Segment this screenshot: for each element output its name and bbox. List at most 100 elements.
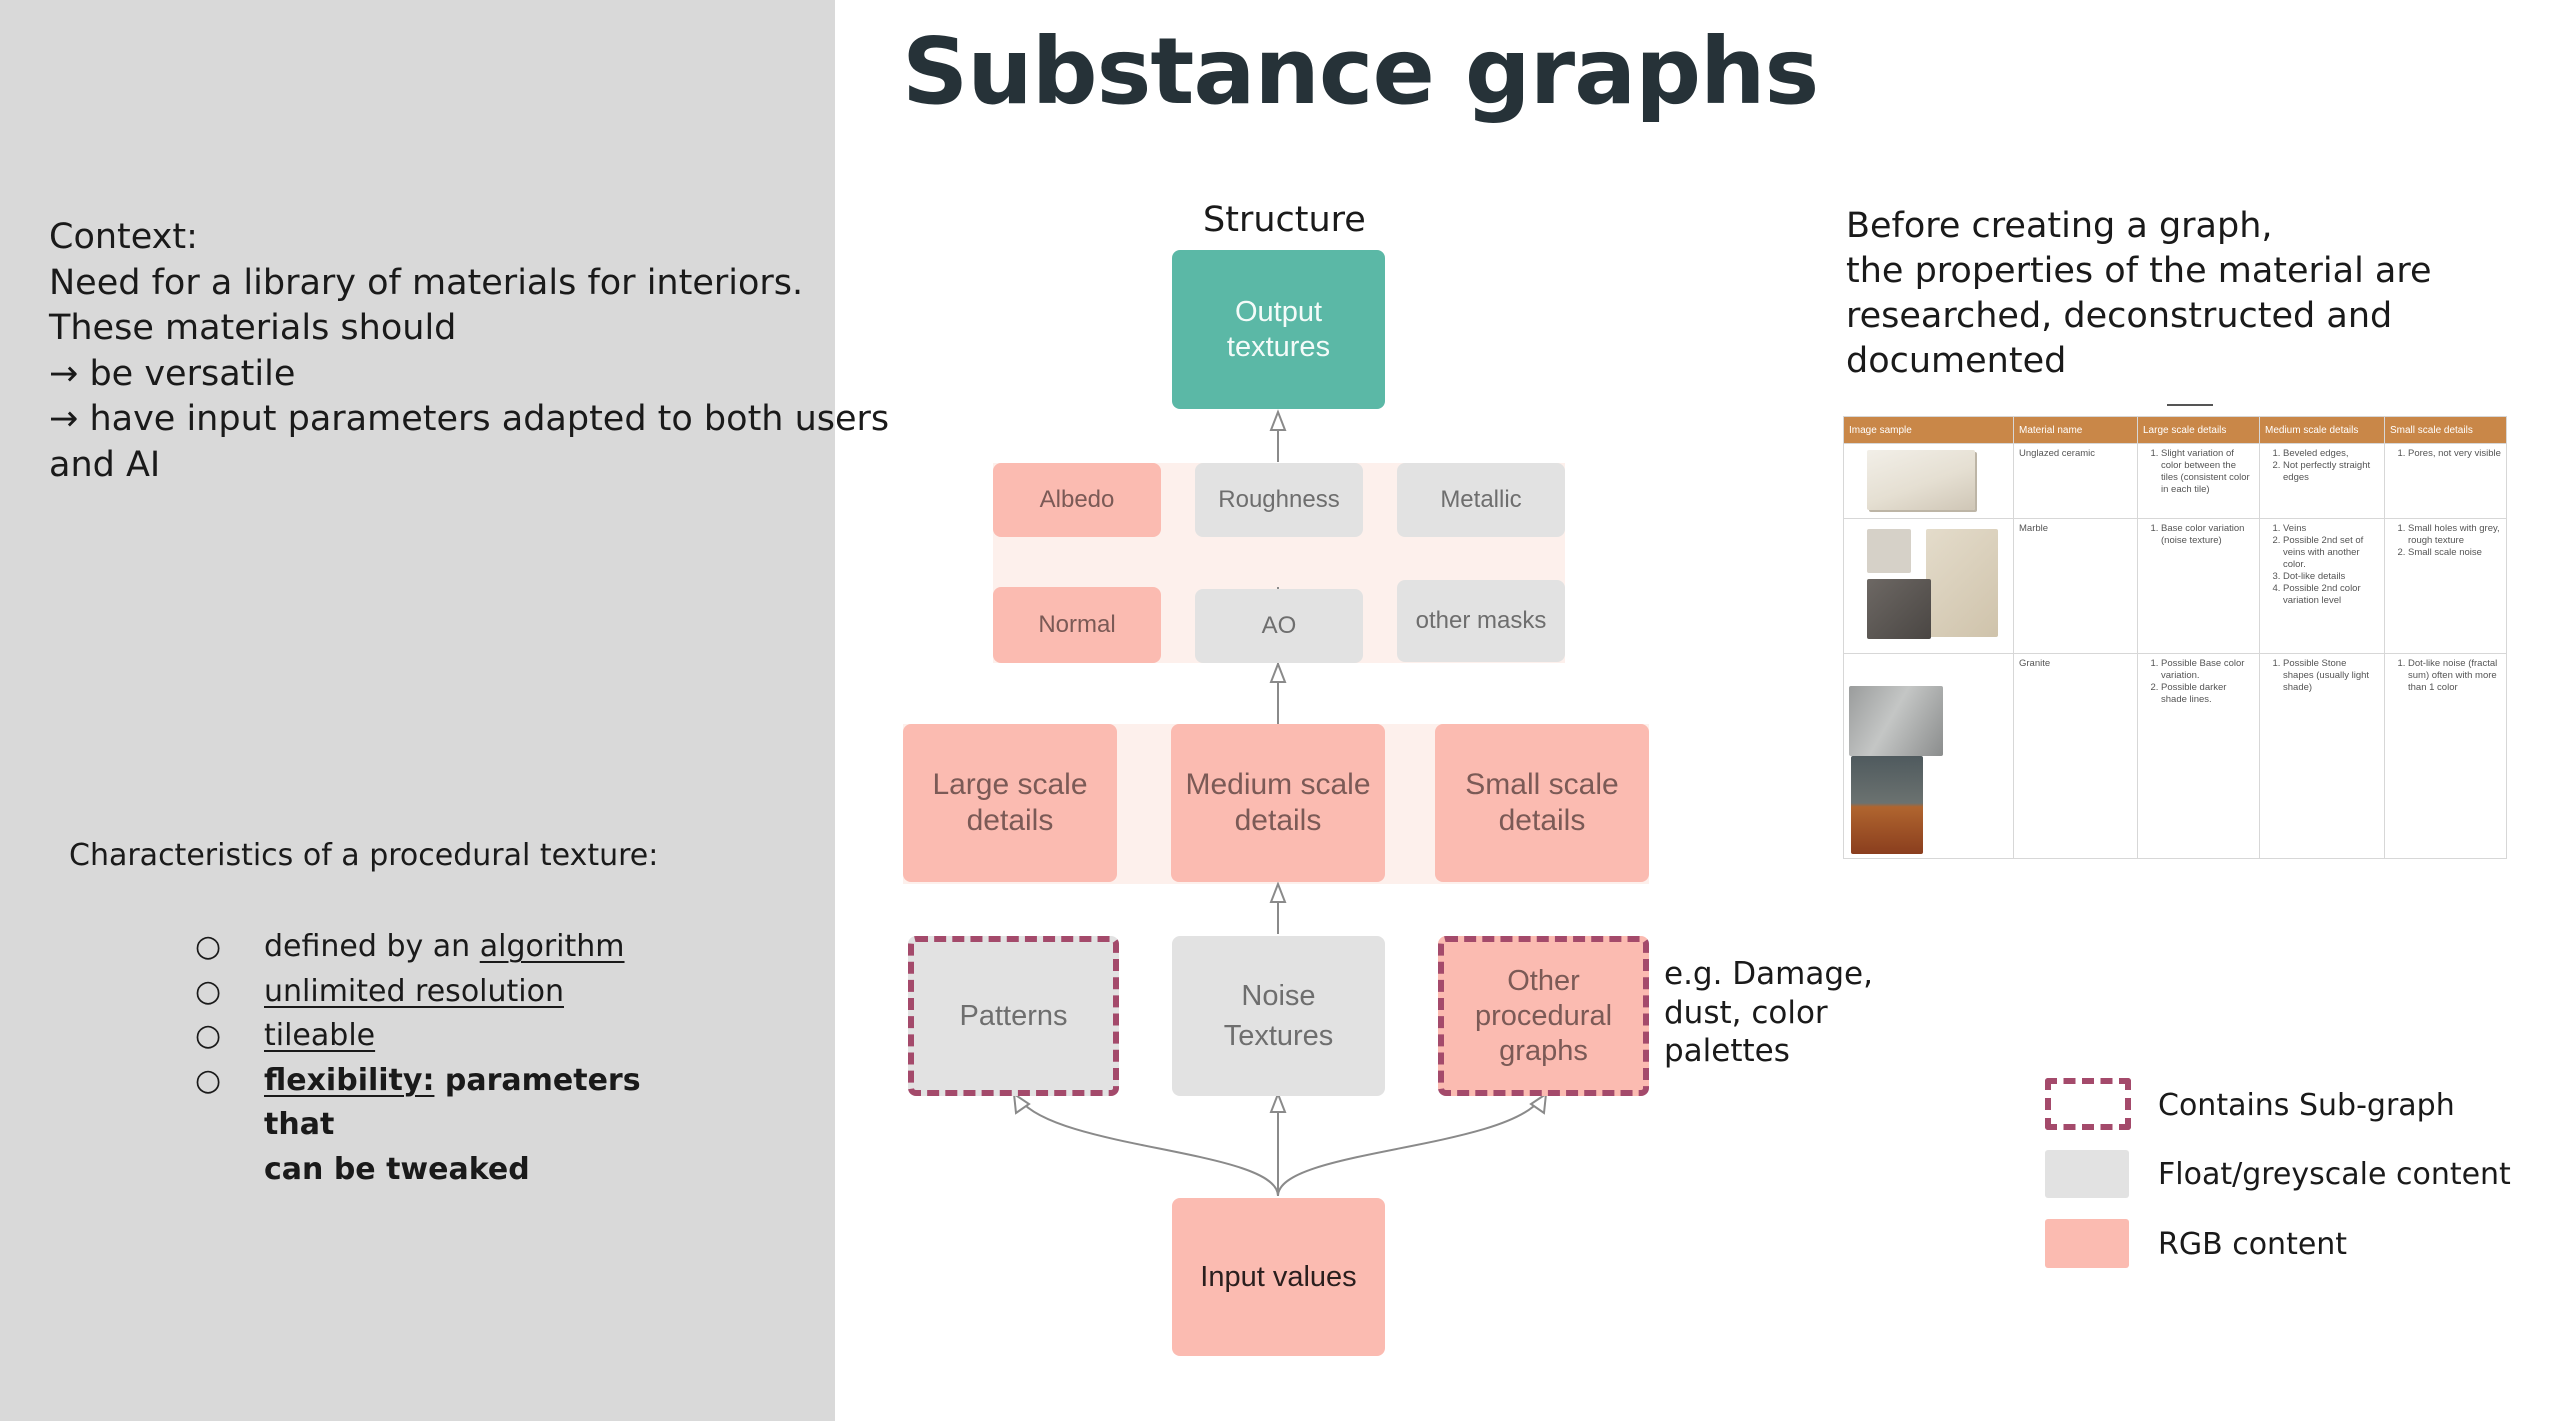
legend-grey-label: Float/greyscale content (2158, 1157, 2511, 1192)
albedo-node[interactable]: Albedo (993, 463, 1161, 537)
item-text: can be tweaked (264, 1151, 530, 1187)
arrowhead (1269, 409, 1287, 431)
list-item: Small holes with grey, rough texture (2408, 523, 2501, 547)
node-label: Patterns (959, 999, 1068, 1032)
list-item: Small scale noise (2408, 547, 2501, 559)
item-text: parameters that (264, 1062, 641, 1143)
example-note: e.g. Damage, dust, color palettes (1664, 955, 1873, 1071)
context-line: → have input parameters adapted to both … (49, 399, 890, 439)
metallic-node[interactable]: Metallic (1397, 463, 1565, 537)
list-item: Base color variation (noise texture) (2161, 523, 2254, 547)
material-name: Unglazed ceramic (2013, 443, 2138, 519)
granite-grey-image (1849, 686, 1943, 756)
structure-label: Structure (1203, 200, 1366, 240)
patterns-node[interactable]: Patterns (908, 936, 1119, 1096)
node-label: graphs (1499, 1034, 1588, 1067)
table-row: Granite Possible Base color variation.Po… (1843, 653, 2507, 859)
node-label: Output (1234, 295, 1323, 328)
list-item: Beveled edges, (2283, 448, 2379, 460)
note-line: palettes (1664, 1033, 1790, 1069)
legend-rgb-swatch (2045, 1219, 2129, 1268)
legend-grey-swatch (2045, 1150, 2129, 1198)
bullet-icon: ○ (195, 973, 222, 1009)
list-item: Dot-like details (2283, 571, 2379, 583)
arrowhead (1269, 881, 1287, 903)
image-sample-cell (1843, 518, 2014, 654)
node-label: Other (1507, 964, 1580, 997)
table-row: Unglazed ceramic Slight variation of col… (1843, 443, 2507, 519)
arrow-input-to-other (1277, 1099, 1541, 1197)
roughness-node[interactable]: Roughness (1195, 463, 1363, 537)
context-line: Context: (49, 217, 198, 257)
node-label: other masks (1415, 607, 1547, 634)
context-line: Need for a library of materials for inte… (49, 262, 804, 303)
arrowhead (1269, 661, 1287, 683)
marble-light-image (1867, 529, 1911, 573)
column-header: Small scale details (2384, 416, 2507, 444)
column-header: Large scale details (2137, 416, 2260, 444)
note-line: e.g. Damage, (1664, 956, 1873, 992)
node-label: Noise (1241, 980, 1316, 1012)
node-label: Metallic (1440, 486, 1522, 513)
characteristics-list: ○ defined by an algorithm ○ unlimited re… (195, 925, 715, 1192)
characteristics-title: Characteristics of a procedural texture: (69, 838, 659, 873)
node-label: textures (1226, 330, 1331, 363)
material-name: Marble (2013, 518, 2138, 654)
context-line: and AI (49, 444, 161, 485)
column-header: Material name (2013, 416, 2138, 444)
note-line: dust, color (1664, 994, 1828, 1031)
item-text: defined by an (264, 929, 480, 964)
node-label: Input values (1200, 1260, 1357, 1293)
bullet-icon: ○ (195, 1018, 222, 1053)
list-item: ○ tileable (195, 1014, 715, 1059)
list-item: Possible Stone shapes (usually light sha… (2283, 658, 2379, 694)
list-item: Possible 2nd set of veins with another c… (2283, 535, 2379, 571)
table-row: Marble Base color variation (noise textu… (1843, 518, 2507, 654)
bullet-icon: ○ (195, 1062, 222, 1098)
marble-dark-image (1867, 579, 1931, 639)
input-values-node[interactable]: Input values (1172, 1198, 1385, 1356)
arrow-input-to-patterns (1019, 1099, 1279, 1197)
algorithm-link[interactable]: algorithm (479, 929, 625, 964)
list-item: ○ unlimited resolution (195, 970, 715, 1015)
research-text: Before creating a graph, the properties … (1846, 204, 2432, 384)
page-title: Substance graphs (902, 18, 1819, 125)
legend-subgraph-label: Contains Sub-graph (2158, 1088, 2455, 1123)
granite-samples-image (1851, 756, 1923, 854)
research-line: researched, deconstructed and (1846, 296, 2393, 336)
node-label: Small scale (1465, 768, 1619, 801)
unlimited-resolution-link[interactable]: unlimited resolution (264, 973, 564, 1009)
left-panel (0, 0, 835, 1421)
other-masks-node[interactable]: other masks (1397, 580, 1565, 662)
normal-node[interactable]: Normal (993, 587, 1161, 663)
node-label: details (1498, 804, 1586, 837)
context-line: → be versatile (49, 353, 296, 394)
list-item: ○ defined by an algorithm (195, 925, 715, 970)
tileable-link[interactable]: tileable (264, 1018, 376, 1053)
list-item: ○ flexibility: parameters that can be tw… (195, 1059, 715, 1193)
node-label: AO (1261, 612, 1297, 639)
flexibility-link[interactable]: flexibility: (264, 1062, 435, 1098)
list-item: Dot-like noise (fractal sum) often with … (2408, 658, 2501, 694)
node-label: details (1234, 804, 1322, 837)
ao-node[interactable]: AO (1195, 589, 1363, 663)
list-item: Possible 2nd color variation level (2283, 583, 2379, 607)
list-item: Slight variation of color between the ti… (2161, 448, 2254, 496)
arrowhead (1529, 1091, 1548, 1115)
node-label: Medium scale (1185, 768, 1371, 801)
marble-beige-image (1925, 529, 1998, 637)
bullet-icon: ○ (195, 929, 222, 964)
material-table: Image sample Material name Large scale d… (1843, 416, 2507, 859)
context-text: Context: Need for a library of materials… (49, 215, 890, 488)
list-item: Veins (2283, 523, 2379, 535)
node-label: details (966, 804, 1054, 837)
node-label: Normal (1038, 611, 1116, 638)
research-line: Before creating a graph, (1846, 206, 2273, 246)
table-divider (2167, 404, 2213, 406)
